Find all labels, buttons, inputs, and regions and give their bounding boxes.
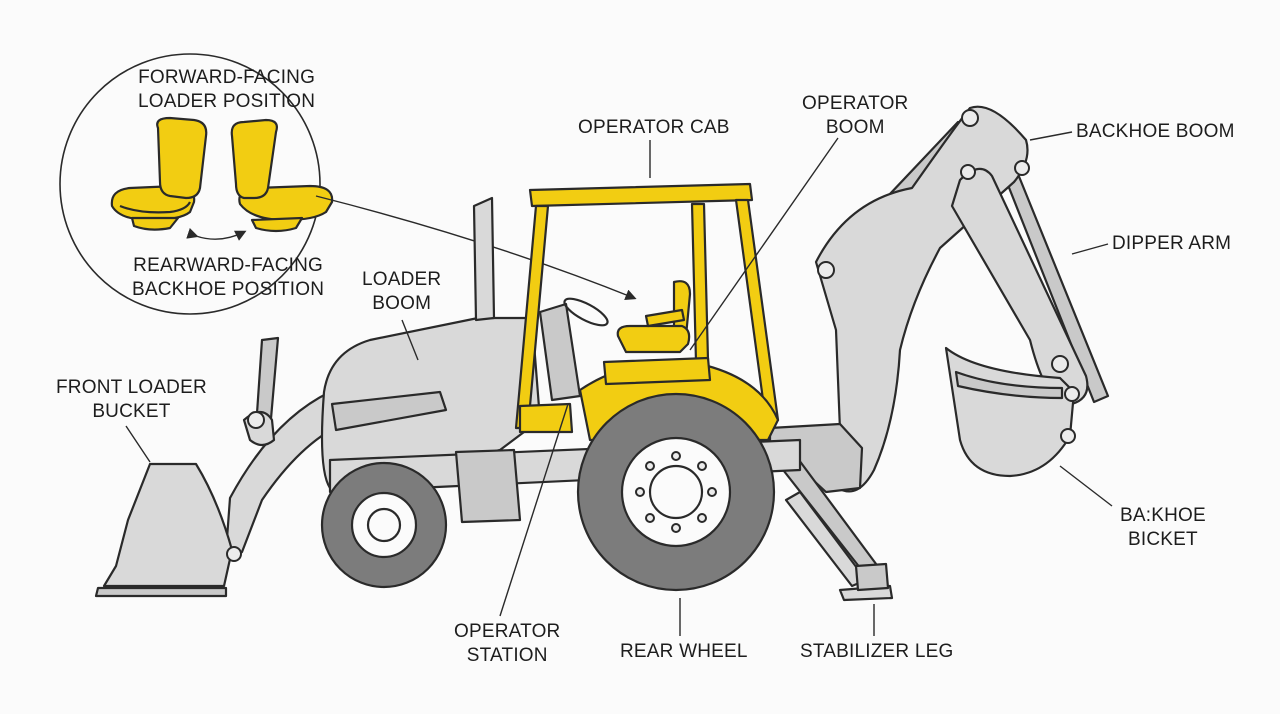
rearward-seat-icon: [230, 118, 334, 233]
front-wheel: [320, 461, 448, 589]
leader-lines: [125, 131, 1113, 636]
stabilizer-leg-label: STABILIZER LEG: [800, 641, 954, 662]
dipper-arm-label: DIPPER ARM: [1112, 233, 1232, 254]
forward-seat-icon: [110, 116, 208, 231]
backhoe-assembly: [768, 105, 1110, 494]
operator-cab-label: OPERATOR CAB: [578, 117, 730, 138]
backhoe-boom-label: BACKHOE BOOM: [1076, 121, 1235, 142]
seat-position-inset: [59, 53, 334, 315]
rotate-arrow-icon: [186, 228, 247, 241]
stabilizer-leg: [778, 454, 894, 602]
rear-wheel-label: REAR WHEEL: [620, 641, 748, 662]
rear-wheel: [576, 392, 776, 592]
